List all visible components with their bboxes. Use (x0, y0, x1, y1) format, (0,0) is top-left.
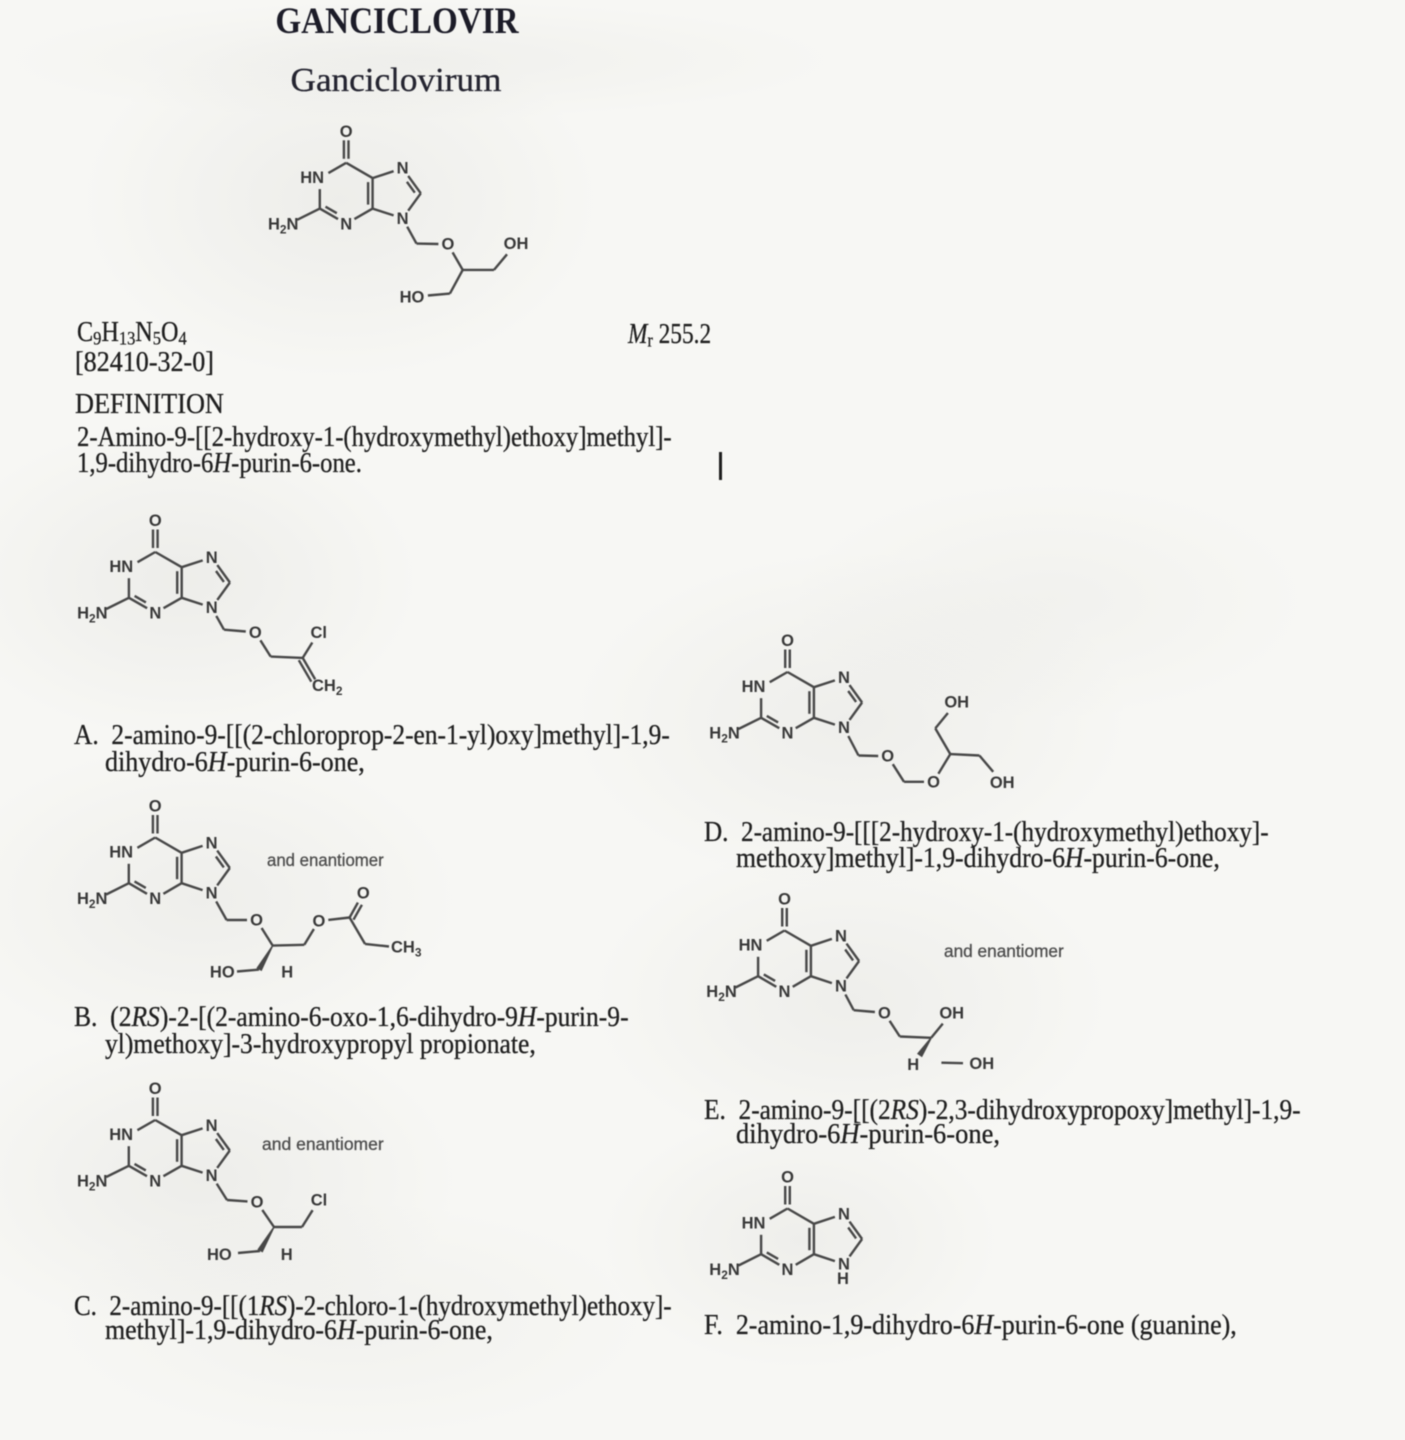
svg-text:N: N (782, 725, 794, 743)
svg-text:O: O (149, 798, 162, 816)
svg-text:yl)methoxy]-3-hydroxypropyl pr: yl)methoxy]-3-hydroxypropyl propionate, (105, 1028, 536, 1060)
svg-text:H: H (907, 1056, 919, 1074)
svg-text:O: O (781, 1169, 794, 1187)
svg-text:N: N (838, 669, 850, 687)
svg-text:N: N (838, 719, 850, 737)
svg-text:and enantiomer: and enantiomer (267, 850, 384, 870)
svg-text:H: H (281, 1246, 293, 1264)
svg-text:N: N (206, 549, 218, 567)
svg-text:F. 2-amino-1,9-dihydro-6H-pur: F. 2-amino-1,9-dihydro-6H-purin-6-one (g… (704, 1309, 1237, 1340)
svg-text:H: H (837, 1270, 849, 1288)
svg-text:CH2: CH2 (312, 677, 343, 698)
svg-text:H2N: H2N (709, 1261, 739, 1282)
svg-text:N: N (835, 978, 847, 996)
svg-text:methyl]-1,9-dihydro-6H-purin-6: methyl]-1,9-dihydro-6H-purin-6-one, (105, 1314, 493, 1345)
svg-text:and enantiomer: and enantiomer (262, 1134, 384, 1154)
svg-text:DEFINITION: DEFINITION (75, 388, 224, 419)
svg-text:OH: OH (990, 774, 1015, 792)
svg-text:N: N (149, 1173, 161, 1191)
svg-text:[82410-32-0]: [82410-32-0] (75, 346, 214, 377)
svg-text:H2N: H2N (77, 890, 107, 911)
svg-text:GANCICLOVIR: GANCICLOVIR (275, 0, 519, 41)
svg-text:OH: OH (969, 1055, 994, 1073)
svg-text:N: N (206, 834, 218, 852)
svg-text:H2N: H2N (709, 725, 739, 746)
svg-text:methoxy]methyl]-1,9-dihydro-6H: methoxy]methyl]-1,9-dihydro-6H-purin-6-o… (736, 842, 1220, 874)
svg-text:H2N: H2N (268, 215, 298, 236)
svg-text:1,9-dihydro-6H-purin-6-one.: 1,9-dihydro-6H-purin-6-one. (77, 446, 362, 478)
svg-text:OH: OH (944, 694, 969, 712)
svg-text:HN: HN (109, 558, 133, 576)
svg-text:O: O (340, 123, 353, 141)
svg-text:HN: HN (739, 937, 763, 955)
svg-text:O: O (249, 624, 262, 642)
svg-text:OH: OH (939, 1004, 964, 1022)
svg-text:N: N (835, 927, 847, 945)
svg-text:N: N (206, 1117, 218, 1135)
svg-text:O: O (881, 748, 894, 766)
svg-text:O: O (878, 1004, 891, 1022)
svg-text:O: O (251, 1194, 264, 1212)
svg-text:Mr 255.2: Mr 255.2 (627, 318, 711, 351)
svg-text:CH3: CH3 (391, 939, 422, 960)
svg-text:HO: HO (210, 964, 235, 982)
svg-text:HN: HN (300, 169, 324, 187)
svg-text:HN: HN (742, 678, 766, 696)
svg-text:Cl: Cl (310, 624, 327, 642)
svg-text:C9H13N5O4: C9H13N5O4 (77, 315, 187, 349)
svg-text:Ganciclovirum: Ganciclovirum (291, 62, 502, 99)
svg-text:OH: OH (504, 235, 529, 253)
svg-text:O: O (250, 912, 263, 930)
svg-text:O: O (781, 632, 794, 650)
svg-text:N: N (206, 885, 218, 903)
svg-text:HN: HN (742, 1215, 766, 1233)
svg-text:N: N (397, 160, 409, 178)
svg-text:H: H (281, 964, 293, 982)
svg-text:N: N (206, 599, 218, 617)
svg-text:O: O (357, 885, 370, 903)
svg-text:dihydro-6H-purin-6-one,: dihydro-6H-purin-6-one, (105, 746, 365, 777)
svg-text:N: N (838, 1205, 850, 1223)
svg-text:O: O (149, 512, 162, 530)
svg-text:N: N (779, 983, 791, 1001)
svg-text:dihydro-6H-purin-6-one,: dihydro-6H-purin-6-one, (736, 1117, 1000, 1149)
svg-text:HN: HN (109, 844, 133, 862)
svg-text:H2N: H2N (77, 1173, 107, 1194)
svg-text:H2N: H2N (706, 983, 736, 1004)
svg-text:N: N (340, 215, 352, 233)
svg-text:O: O (778, 891, 791, 909)
svg-text:O: O (927, 773, 940, 791)
svg-text:N: N (149, 890, 161, 908)
svg-text:HO: HO (207, 1246, 232, 1264)
svg-text:N: N (782, 1261, 794, 1279)
svg-text:N: N (397, 210, 409, 228)
svg-text:HO: HO (400, 288, 425, 306)
svg-text:O: O (441, 236, 454, 254)
svg-text:O: O (312, 912, 325, 930)
svg-text:HN: HN (109, 1126, 133, 1144)
svg-text:H2N: H2N (77, 605, 107, 626)
svg-text:O: O (149, 1080, 162, 1098)
svg-text:Cl: Cl (311, 1192, 328, 1210)
svg-text:and enantiomer: and enantiomer (944, 941, 1064, 961)
svg-text:N: N (206, 1167, 218, 1185)
svg-text:N: N (149, 605, 161, 623)
